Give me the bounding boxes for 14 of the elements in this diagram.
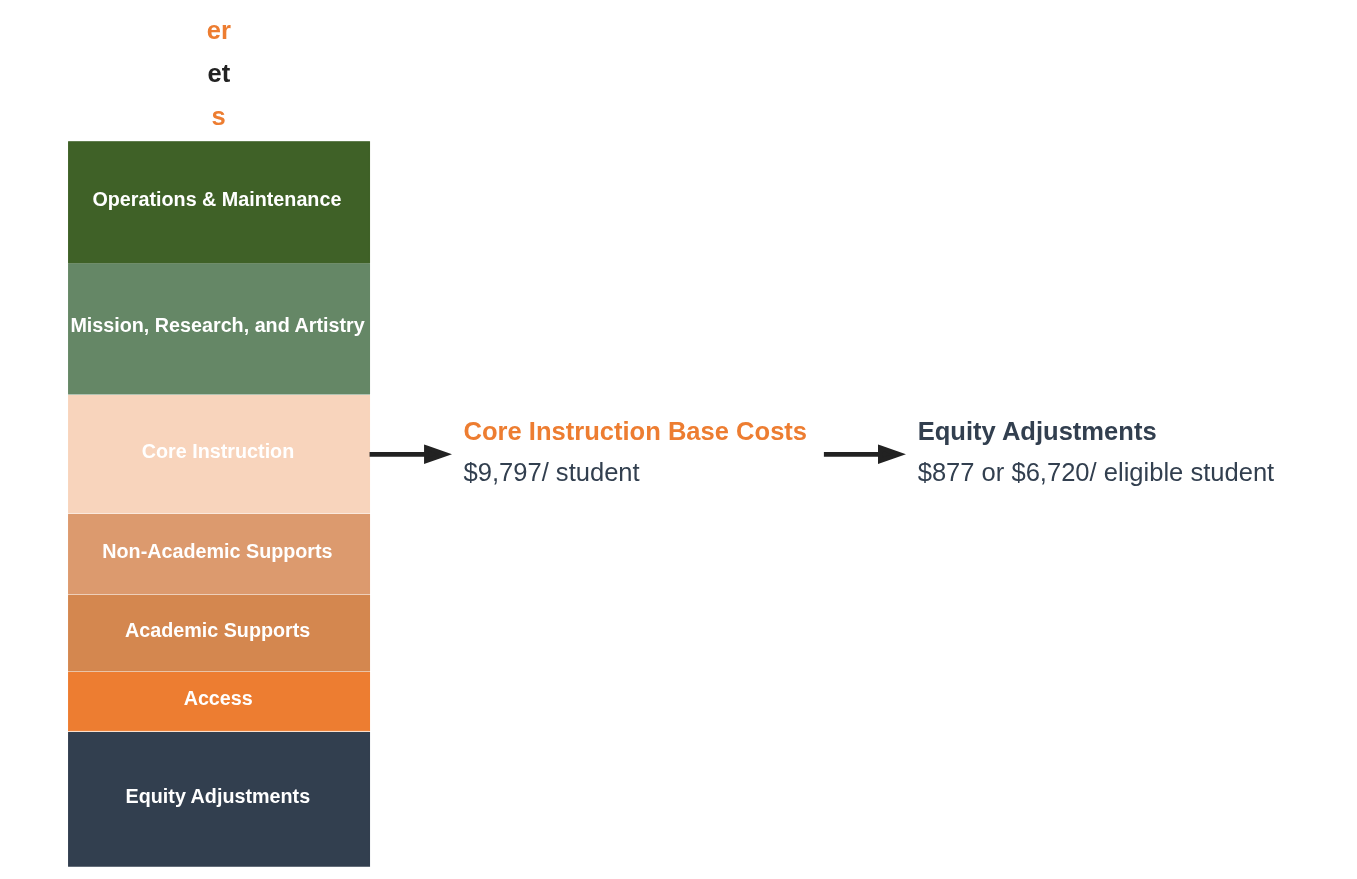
node-box: Core Instruction (67, 395, 370, 514)
node-box: Equity Adjustments (67, 731, 370, 867)
node-box: Access (67, 672, 370, 732)
arrow (369, 444, 452, 465)
label: er (206, 16, 231, 45)
node-box: Academic Supports (67, 594, 370, 672)
node-text: Equity Adjustments $877 or $6,720/ eligible student (917, 416, 1274, 486)
node-box: Non-Academic Supports (67, 514, 370, 595)
arrow (823, 444, 906, 465)
node-box: Mission, Research, and Artistry (67, 263, 370, 395)
label: et (206, 59, 230, 88)
node-text: Core Instruction Base Costs $9,797/ student (463, 416, 807, 486)
node-box: Operations & Maintenance (67, 141, 370, 264)
label: s (211, 102, 226, 131)
